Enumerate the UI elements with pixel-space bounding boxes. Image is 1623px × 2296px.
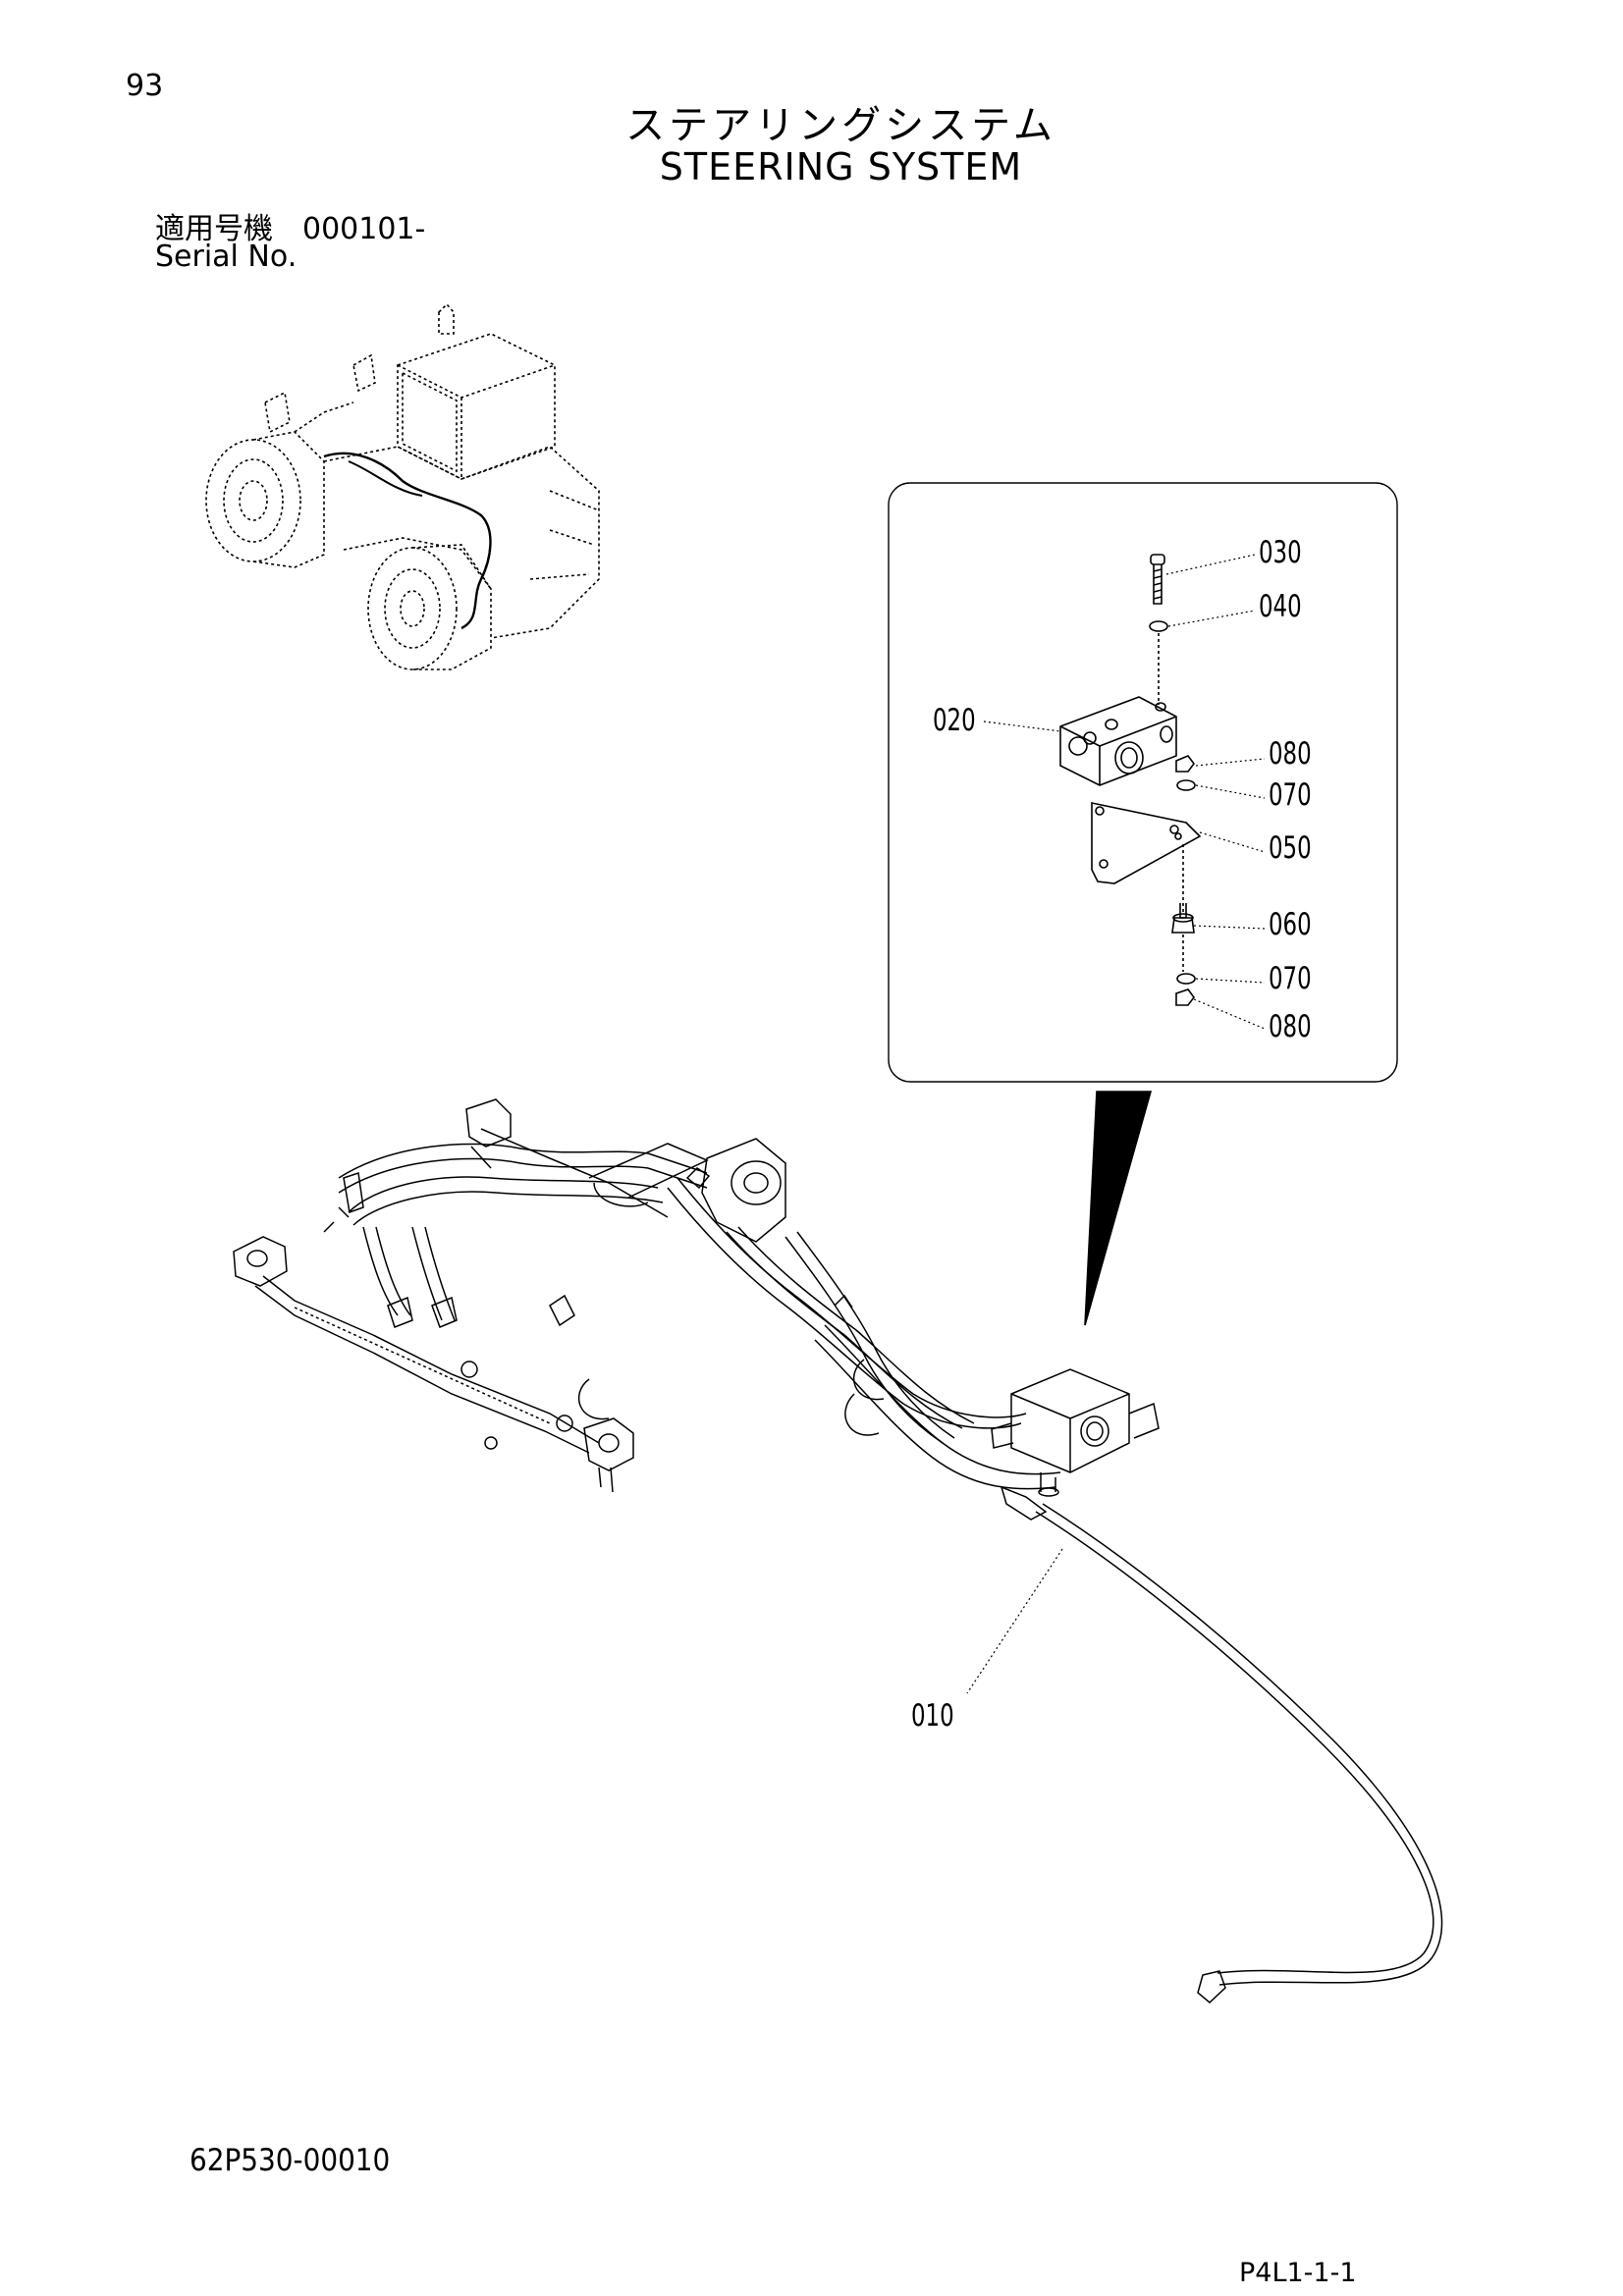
valve-block-020 (1059, 696, 1177, 786)
page-code: P4L1-1-1 (1239, 2258, 1357, 2288)
steering-assembly-illustration (233, 1098, 1443, 2004)
callout-010: 010 (911, 1698, 954, 1734)
callout-030: 030 (1259, 535, 1302, 570)
washer-040 (1149, 620, 1168, 632)
loader-overview-illustration (205, 302, 600, 670)
bolt-030 (1150, 554, 1165, 605)
nut-080-lower (1175, 988, 1195, 1006)
callout-020: 020 (933, 703, 976, 738)
page-number: 93 (126, 69, 164, 103)
callout-070-lower: 070 (1269, 961, 1312, 996)
callout-050: 050 (1269, 830, 1312, 866)
nut-080-upper (1175, 755, 1195, 773)
washer-070-upper (1176, 779, 1196, 791)
detail-pointer-wedge (1084, 1091, 1153, 1326)
page-title-en: STEERING SYSTEM (659, 145, 1023, 188)
callout-060: 060 (1269, 907, 1312, 942)
serial-number-label-en: Serial No. (155, 240, 298, 274)
callout-080-upper: 080 (1269, 736, 1312, 772)
callout-080-lower: 080 (1269, 1009, 1312, 1044)
document-code: 62P530-00010 (189, 2143, 391, 2178)
page-title-jp: ステアリングシステム (625, 103, 1056, 148)
washer-070-lower (1176, 973, 1196, 985)
callout-070-upper: 070 (1269, 777, 1312, 813)
callout-leaders-inset (983, 554, 1266, 1030)
serial-number-label-jp: 適用号機 000101- (155, 212, 426, 246)
rubber-mount-060 (1171, 903, 1195, 934)
callout-leader-010 (966, 1548, 1063, 1694)
detail-inset-frame (888, 482, 1398, 1083)
mounting-plate-050 (1091, 802, 1202, 884)
callout-040: 040 (1259, 589, 1302, 624)
